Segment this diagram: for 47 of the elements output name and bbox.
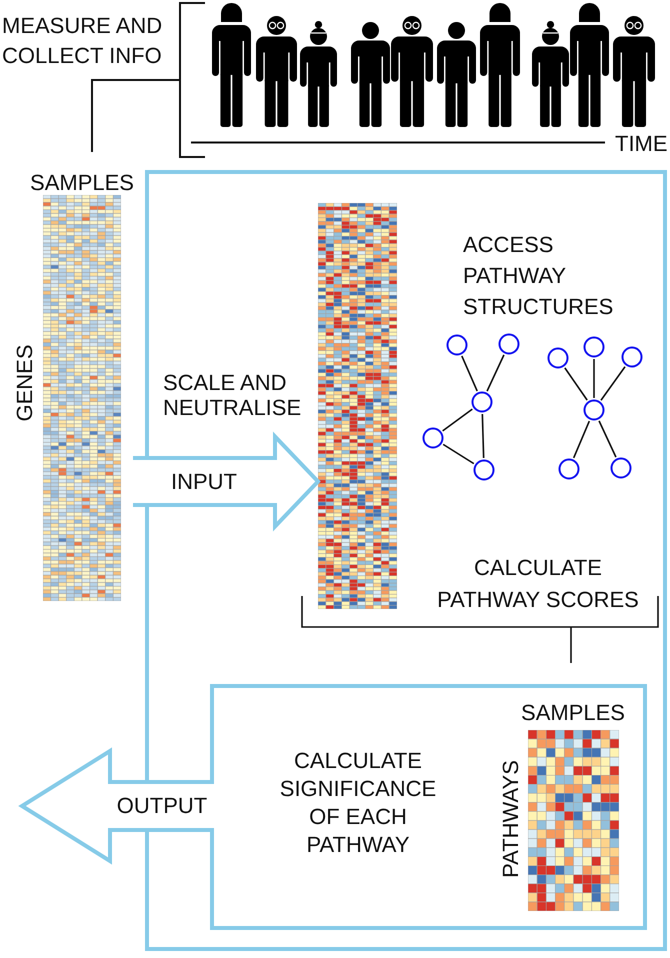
node-circle: [558, 458, 580, 480]
step-label: SCALE AND NEUTRALISE: [163, 370, 302, 420]
process-box: [210, 684, 647, 930]
person-with-long-hair-icon: [480, 3, 520, 127]
node-circle: [446, 334, 468, 356]
step-label: ACCESS PATHWAY STRUCTURES: [463, 231, 614, 321]
axis-label: TIME: [615, 130, 668, 158]
connector-line: [572, 420, 590, 458]
axis-label: GENES: [12, 344, 38, 422]
person-with-glasses-icon: [613, 16, 655, 127]
person-with-glasses-icon: [391, 16, 433, 127]
connector-line: [593, 359, 595, 398]
node-circle: [583, 399, 605, 421]
connector-line: [598, 420, 617, 458]
axis-label: SAMPLES: [30, 170, 134, 196]
node-circle: [473, 459, 495, 481]
person-with-glasses-icon: [256, 16, 297, 127]
block-arrow: [131, 432, 321, 532]
person-with-long-hair-icon: [570, 3, 609, 127]
person-with-long-hair-icon: [212, 3, 251, 127]
edge-label: INPUT: [171, 468, 237, 494]
step-label: MEASURE AND COLLECT INFO: [2, 12, 164, 70]
connector-line: [442, 444, 474, 464]
connector-line: [442, 408, 473, 432]
node-circle: [610, 457, 632, 479]
node-circle: [547, 347, 569, 369]
axis-label: PATHWAYS: [498, 760, 524, 878]
connector-line: [482, 414, 484, 458]
node-circle: [498, 333, 520, 355]
person-icon: [351, 22, 390, 127]
heatmap-drawing: [318, 203, 397, 609]
person-icon: [437, 22, 476, 127]
node-circle: [621, 346, 643, 368]
connector-line: [461, 356, 478, 392]
node-circle: [422, 427, 444, 449]
step-label: CALCULATE PATHWAY SCORES: [436, 554, 640, 614]
block-arrow: [18, 747, 216, 865]
axis-label: SAMPLES: [521, 700, 625, 726]
connector-line: [600, 366, 626, 401]
edge-label: OUTPUT: [116, 793, 208, 819]
node-circle: [583, 336, 605, 358]
step-label: CALCULATE SIGNIFICANCE OF EACH PATHWAY: [278, 747, 438, 859]
connector-line: [486, 354, 505, 392]
connector-line: [564, 367, 588, 401]
child-icon: [532, 21, 569, 127]
child-icon: [300, 21, 337, 127]
node-circle: [471, 391, 493, 413]
